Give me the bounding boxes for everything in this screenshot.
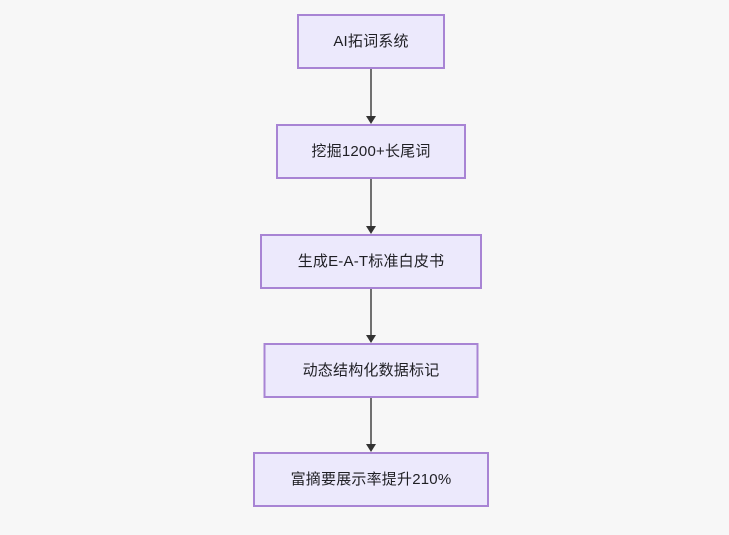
flowchart-node-label: 生成E-A-T标准白皮书 [297, 253, 445, 270]
flowchart-edge-n4-n5 [365, 398, 377, 452]
arrow-down-icon [366, 335, 376, 343]
edge-line [370, 69, 372, 116]
flowchart-edge-n3-n4 [365, 289, 377, 343]
flowchart-node-label: 挖掘1200+长尾词 [311, 143, 431, 160]
flowchart-node-rich-snippet-impression-uplift[interactable]: 富摘要展示率提升210% [253, 452, 489, 507]
arrow-down-icon [366, 226, 376, 234]
edge-line [370, 179, 372, 226]
flowchart-node-dynamic-structured-data-markup[interactable]: 动态结构化数据标记 [263, 343, 479, 398]
flowchart-node-generate-eat-whitepaper[interactable]: 生成E-A-T标准白皮书 [260, 234, 482, 289]
flowchart-edge-n2-n3 [365, 179, 377, 234]
flowchart-node-label: 动态结构化数据标记 [302, 362, 440, 379]
edge-line [370, 398, 372, 444]
arrow-down-icon [366, 116, 376, 124]
flowchart-node-mine-longtail-keywords[interactable]: 挖掘1200+长尾词 [276, 124, 466, 179]
flowchart-node-label: 富摘要展示率提升210% [290, 471, 452, 488]
flowchart-node-label: AI拓词系统 [333, 33, 409, 50]
edge-line [370, 289, 372, 335]
flowchart-edge-n1-n2 [365, 69, 377, 124]
flowchart-node-ai-keyword-system[interactable]: AI拓词系统 [297, 14, 445, 69]
arrow-down-icon [366, 444, 376, 452]
